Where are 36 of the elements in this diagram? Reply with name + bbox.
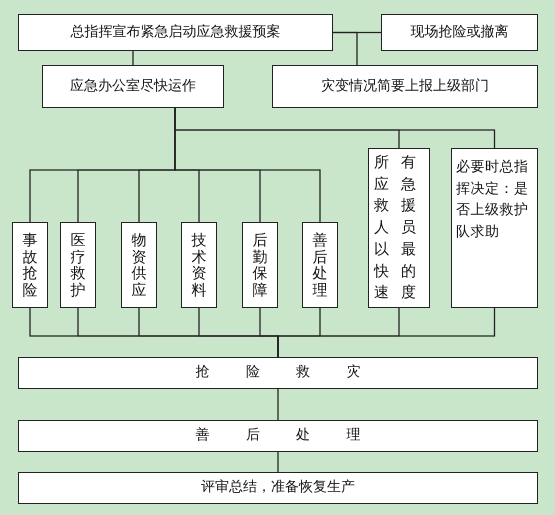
box-text: 总指挥宣布紧急启动应急救援预案	[70, 24, 280, 42]
box-text: 必要时总指挥决定：是否上级救护队求助	[456, 158, 530, 242]
connector-line	[277, 389, 279, 420]
process-box	[18, 14, 333, 51]
process-box	[242, 222, 278, 308]
process-box	[381, 14, 538, 51]
process-box	[451, 148, 538, 308]
box-text: 抢险救灾	[195, 364, 397, 382]
box-text: 后勤保障	[252, 232, 268, 298]
connector-line	[333, 32, 358, 65]
box-text: 物资供应	[132, 232, 146, 298]
process-box	[181, 222, 217, 308]
connector-line	[174, 108, 496, 148]
box-text: 善后处理	[312, 232, 328, 298]
process-box	[60, 222, 96, 308]
process-box	[12, 222, 48, 308]
process-box	[272, 65, 538, 108]
box-text: 所有应急救援人员以最快的速度	[374, 152, 429, 304]
process-box	[42, 65, 224, 108]
process-box	[368, 148, 430, 308]
box-text: 灾变情况简要上报上级部门	[321, 78, 489, 96]
process-box	[18, 420, 538, 452]
process-box	[18, 472, 538, 504]
process-box	[121, 222, 157, 308]
box-text: 应急办公室尽快运作	[70, 78, 196, 96]
connector-line	[277, 308, 496, 357]
box-text: 事故抢险	[22, 232, 38, 298]
connector-line	[132, 51, 134, 65]
box-text: 技术资料	[192, 232, 206, 298]
box-text: 医疗救护	[70, 232, 86, 298]
process-box	[18, 357, 538, 389]
box-text: 评审总结，准备恢复生产	[201, 479, 355, 497]
process-box	[302, 222, 338, 308]
connector-line	[277, 452, 279, 472]
box-text: 现场抢险或撤离	[410, 24, 508, 42]
box-text: 善后处理	[195, 427, 397, 445]
